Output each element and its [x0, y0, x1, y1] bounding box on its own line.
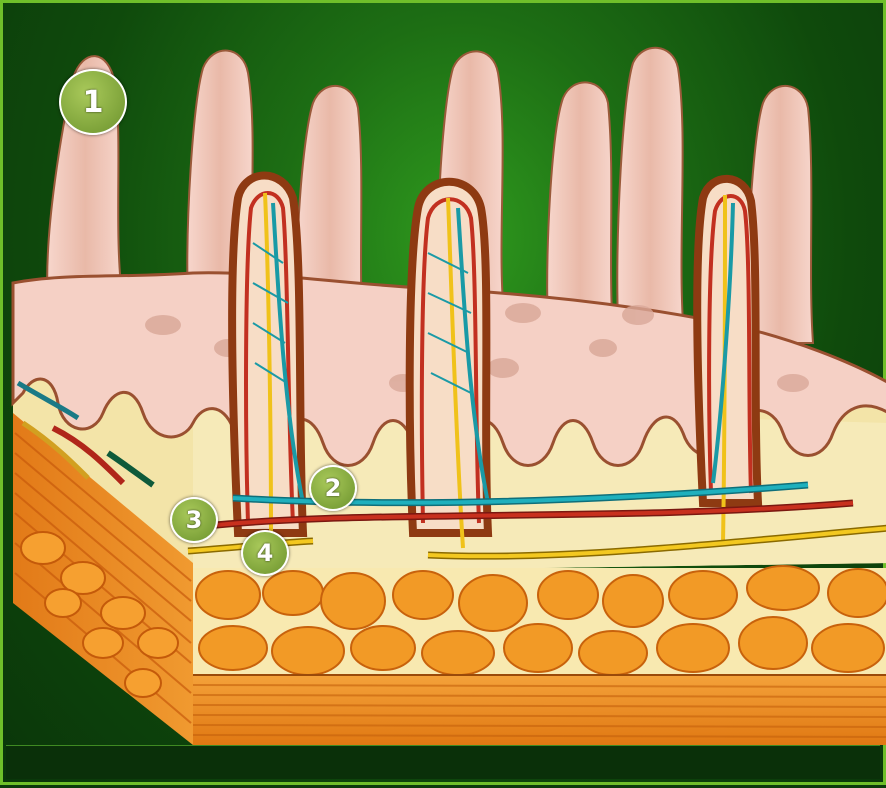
muscular-layer	[193, 675, 886, 745]
intestinal-wall-illustration	[3, 3, 886, 788]
marker-3: 3	[170, 497, 218, 543]
marker-2: 2	[309, 465, 357, 511]
marker-4: 4	[241, 530, 289, 576]
villus-cross-section-left	[232, 176, 303, 534]
villus-cross-section-middle	[410, 182, 488, 548]
submucosa-lobules	[193, 566, 886, 678]
marker-1: 1	[59, 69, 127, 135]
